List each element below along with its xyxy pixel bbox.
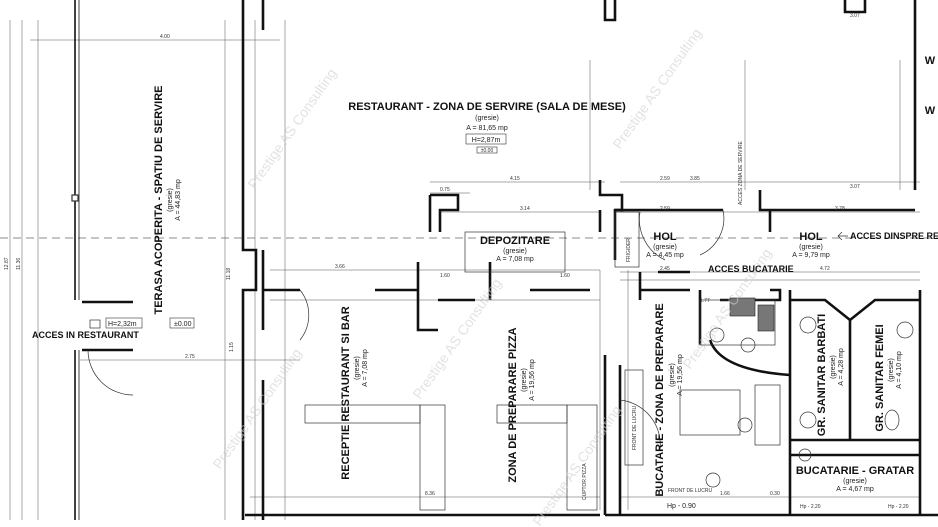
label-text: 3.78 [835,206,845,212]
room-area: A = 9,79 mp [792,252,830,259]
label-text: 1.60 [440,273,450,279]
room-height: H=2,87m [472,137,501,144]
label-frigider: FRIGIDER [626,238,632,262]
room-area: A = 7,08 mp [496,256,534,263]
room-finish: (gresie) [843,478,867,485]
room-area: A = 4,10 mp [896,351,903,389]
room-finish: (gresie) [888,358,895,382]
room-area: A = 19,56 mp [677,354,684,396]
label-text: 1.15 [229,342,235,352]
room-name-femei: GR. SANITAR FEMEI [874,324,886,431]
room-finish: (gresie) [503,248,527,255]
room-level: ±0.00 [481,148,494,154]
room-area: A = 4,67 mp [836,486,874,493]
room-finish: (gresie) [475,115,499,122]
label-text: 4.00 [160,34,170,40]
room-name-wc: W [925,55,936,67]
room-height: H=2,32m [108,321,137,328]
room-area: A = 81,65 mp [466,125,508,132]
label-text: 1.66 [720,491,730,497]
label-text: 4.72 [820,266,830,272]
label-text: 11.36 [16,258,22,270]
label-cuptor-pizza: CUPTOR PIZZA [582,463,588,500]
room-name-hol: HOL [653,231,677,243]
room-area: A = 7,08 mp [362,349,369,387]
room-level: ±0.00 [174,321,192,328]
label-text: Prestige AS Consulting [529,402,624,527]
label-text: Prestige AS Consulting [409,275,504,401]
room-name-hol: HOL [799,231,823,243]
room-area: A = 44,83 mp [175,179,182,221]
room-name-bucatarie: BUCATARIE - ZONA DE PREPARARE [654,303,666,496]
room-area: A = 19,56 mp [529,359,536,401]
label-acces-receptie: ACCES DINSPRE REC [850,231,938,241]
room-finish: (gresie) [799,244,823,251]
room-finish: (gresie) [354,356,361,380]
label-text: 2.59 [660,206,670,212]
label-text: 2.45 [660,266,670,272]
label-text: Prestige AS Consulting [244,65,339,191]
label-front-lucru: FRONT DE LUCRU [632,406,638,450]
label-text: 0.75 [440,187,450,193]
label-acces-restaurant: ACCES IN RESTAURANT [32,330,139,340]
label-text: 12.87 [4,257,10,270]
room-name-barbati: GR. SANITAR BARBATI [816,314,828,436]
label-text: 1.77 [700,298,710,304]
room-finish: (gresie) [653,244,677,251]
label-text: 2.75 [185,354,195,360]
label-text: 1.60 [560,273,570,279]
room-name-gratar: BUCATARIE - GRATAR [796,465,914,477]
label-text: 11.18 [226,268,232,280]
label-hp: Hp - 2.20 [800,504,821,510]
label-text: Prestige AS Consulting [209,345,304,471]
room-name-terasa: TERASA ACOPERITA - SPATIU DE SERVIRE [153,86,165,315]
label-text: 3.07 [850,184,860,190]
label-text: 0.30 [770,491,780,497]
dimension-lines [9,20,920,520]
label-text: 2.59 [660,176,670,182]
room-name-wc: W [925,105,936,117]
label-acces-bucatarie: ACCES BUCATARIE [708,264,794,274]
room-name-pizza: ZONA DE PREPARARE PIZZA [507,327,519,482]
room-area: A = 4,45 mp [646,252,684,259]
room-area: A = 4,28 mp [838,348,845,386]
room-name-depozitare: DEPOZITARE [480,235,550,247]
room-finish: (gresie) [167,188,174,212]
label-text: 8.36 [425,491,435,497]
dimension-values: 4.15 0.75 3.14 3.85 2.59 2.59 3.07 3.07 … [4,13,860,497]
label-text: 3.07 [850,13,860,19]
label-text: 3.66 [335,264,345,270]
label-text: 4.15 [510,176,520,182]
room-finish: (gresie) [521,368,528,392]
room-finish: (gresie) [669,363,676,387]
arrow-icon [837,231,848,241]
label-text: 3.85 [690,176,700,182]
label-front-lucru: FRONT DE LUCRU [668,488,712,494]
room-name-restaurant: RESTAURANT - ZONA DE SERVIRE (SALA DE ME… [348,101,626,113]
label-text: 3.14 [520,206,530,212]
walls [71,0,938,520]
label-zona-servire: ACCES ZONA DE SERVIRE [738,141,744,205]
furniture [87,209,914,511]
label-text: Prestige AS Consulting [609,25,704,151]
room-finish: (gresie) [830,355,837,379]
label-hp: Hp - 2.20 [888,504,909,510]
room-name-receptie: RECEPTIE RESTAURANT SI BAR [340,306,352,479]
label-hp: Hp - 0.90 [667,503,696,510]
